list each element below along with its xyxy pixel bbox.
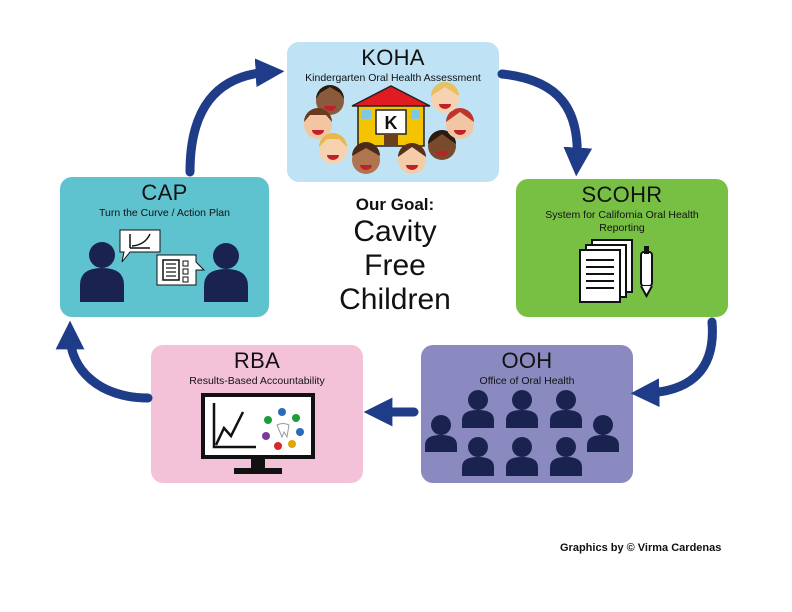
school-icon: K: [351, 85, 431, 147]
child-face-icon: [316, 85, 344, 115]
speech-bubble-icon: [156, 254, 206, 286]
person-icon: [462, 437, 494, 476]
arrow-icon: [185, 58, 285, 177]
person-icon: [550, 390, 582, 428]
ooh-subtitle: Office of Oral Health: [479, 375, 575, 387]
goal-line-cavity: Cavity: [353, 215, 437, 248]
cap-title: CAP: [141, 180, 188, 205]
person-icon: [462, 390, 494, 428]
child-face-icon: [431, 82, 459, 113]
rba-title: RBA: [233, 348, 281, 373]
koha-subtitle: Kindergarten Oral Health Assessment: [305, 72, 481, 84]
pen-icon: [640, 246, 653, 299]
person-icon: [425, 415, 457, 452]
ooh-title: OOH: [501, 348, 553, 373]
person-icon: [506, 437, 538, 476]
goal-text: Our Goal: Cavity Free Children: [315, 195, 475, 317]
child-face-icon: [446, 108, 474, 139]
person-icon: [587, 415, 619, 452]
goal-line-children: Children: [339, 283, 451, 316]
arrow-icon: [497, 69, 593, 177]
document-stack-icon: [579, 239, 633, 303]
scohr-subtitle: System for California Oral Health Report…: [545, 209, 699, 234]
arrow-icon: [55, 320, 153, 403]
person-icon: [506, 390, 538, 428]
child-face-icon: [352, 142, 380, 174]
school-letter: K: [385, 113, 398, 133]
rba-subtitle: Results-Based Accountability: [189, 375, 325, 387]
audience-people: [425, 390, 619, 476]
person-icon: [550, 437, 582, 476]
speech-bubble-icon: [119, 229, 161, 263]
graphics-credit: Graphics by © Virma Cardenas: [560, 542, 722, 554]
monitor-chart-icon: [201, 393, 315, 474]
person-icon: [80, 242, 124, 302]
cap-subtitle: Turn the Curve / Action Plan: [99, 207, 230, 219]
arrow-icon: [630, 317, 717, 408]
goal-line-free: Free: [364, 249, 426, 282]
children-faces: [304, 82, 474, 174]
child-face-icon: [398, 143, 426, 174]
child-face-icon: [319, 133, 347, 164]
goal-label: Our Goal:: [355, 195, 435, 214]
koha-title: KOHA: [361, 45, 425, 70]
person-icon: [204, 243, 248, 302]
scohr-title: SCOHR: [581, 182, 663, 207]
child-face-icon: [304, 108, 332, 139]
